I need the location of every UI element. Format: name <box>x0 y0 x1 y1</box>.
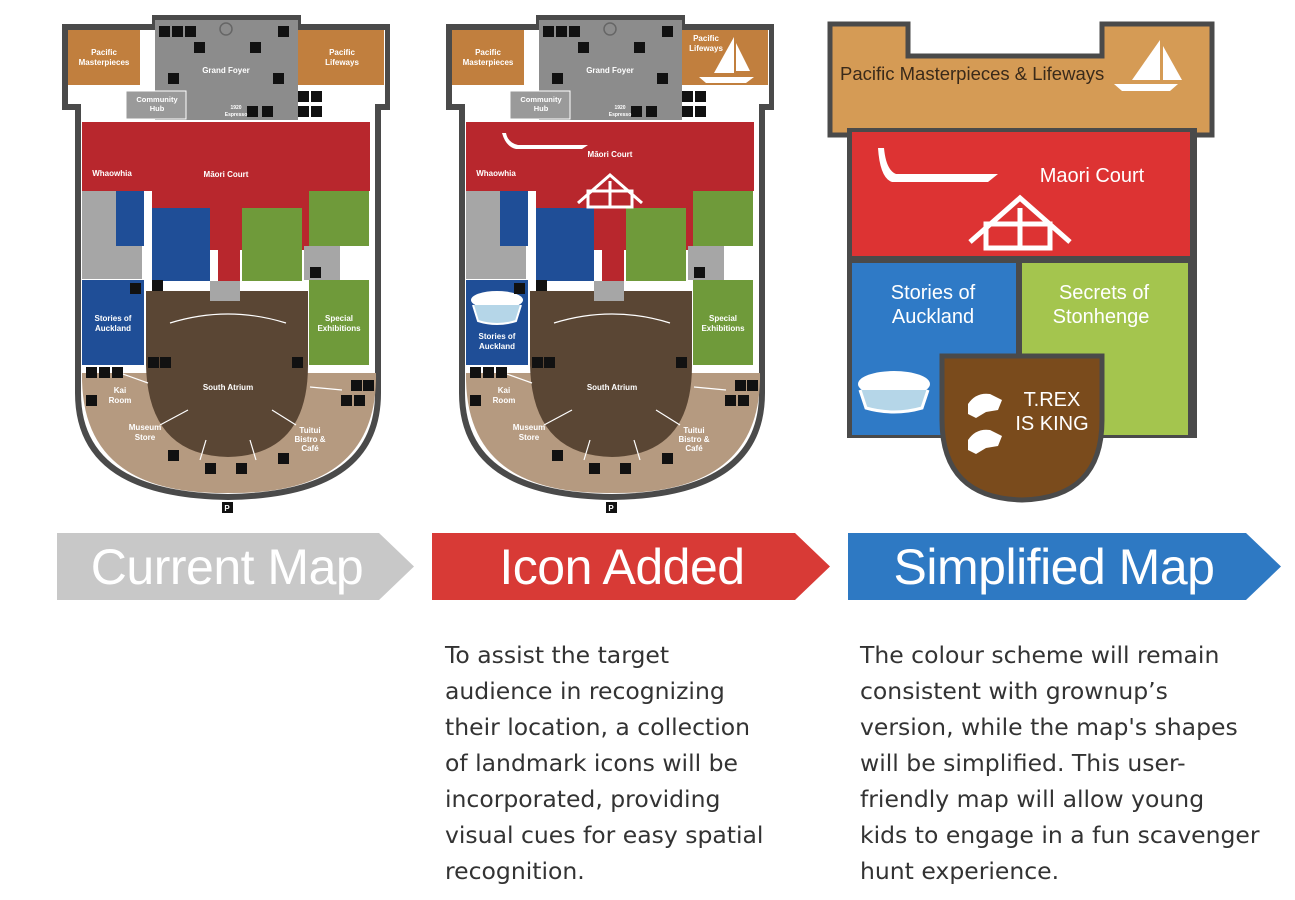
desc-line: of landmark icons will be <box>445 749 738 777</box>
svg-text:Whaowhia: Whaowhia <box>476 169 516 178</box>
green-gallery-small <box>309 191 369 246</box>
pacific-masterpieces-room <box>68 30 140 85</box>
desc-line: The colour scheme will remain <box>860 641 1220 669</box>
desc-line: incorporated, providing <box>445 785 721 813</box>
desc-line: audience in recognizing <box>445 677 725 705</box>
simplified-map-title: Simplified Map <box>893 538 1215 595</box>
simple-maori-label: Maori Court <box>1040 165 1145 187</box>
stories-of-auckland-room <box>82 280 144 365</box>
waka-canoe-icon <box>502 133 588 149</box>
icon-added-banner: Icon Added <box>432 533 830 600</box>
svg-text:P: P <box>608 504 614 513</box>
dome-icon <box>471 291 523 325</box>
parking-label: P <box>224 504 230 513</box>
blue-gallery-large <box>152 208 210 281</box>
green-gallery-large <box>242 208 302 281</box>
icon-added-title: Icon Added <box>499 538 745 595</box>
maori-court-label: Māori Court <box>204 170 249 179</box>
svg-text:South Atrium: South Atrium <box>587 383 637 392</box>
simple-trex-room <box>939 353 1105 503</box>
svg-text:Māori Court: Māori Court <box>588 150 633 159</box>
simple-dome-icon <box>858 371 930 414</box>
whaowhia-label: Whaowhia <box>92 169 132 178</box>
desc-line: kids to engage in a fun scavenger <box>860 821 1260 849</box>
south-atrium-label: South Atrium <box>203 383 253 392</box>
desc-line: friendly map will allow young <box>860 785 1205 813</box>
simple-waka-icon <box>878 148 998 182</box>
desc-line: version, while the map's shapes <box>860 713 1238 741</box>
current-map-title: Current Map <box>90 538 364 595</box>
desc-line: consistent with grownup’s <box>860 677 1168 705</box>
dinosaur-skull-icon <box>968 393 1002 454</box>
desc-line: visual cues for easy spatial <box>445 821 764 849</box>
svg-text:Grand Foyer: Grand Foyer <box>586 66 634 75</box>
desc-line: To assist the target <box>445 641 670 669</box>
community-hub-room <box>125 90 187 120</box>
meeting-house-icon <box>577 173 643 209</box>
simplified-description: The colour scheme will remain consistent… <box>860 637 1260 889</box>
simple-meeting-house-icon <box>968 194 1072 251</box>
canoe-sail-icon <box>699 37 754 83</box>
desc-line: hunt experience. <box>860 857 1060 885</box>
pacific-lifeways-room <box>298 30 384 85</box>
simple-pacific-label: Pacific Masterpieces & Lifeways <box>840 63 1104 84</box>
desc-line: will be simplified. This user- <box>860 749 1186 777</box>
simplified-map-banner: Simplified Map <box>848 533 1281 600</box>
simple-canoe-sail-icon <box>1114 40 1182 91</box>
special-exhibitions-room <box>309 280 369 365</box>
desc-line: recognition. <box>445 857 585 885</box>
blue-gallery-small <box>116 191 144 246</box>
current-map-banner: Current Map <box>57 533 414 600</box>
icon-added-description: To assist the target audience in recogni… <box>445 637 763 889</box>
simplified-map: Pacific Masterpieces & Lifeways Maori Co… <box>827 21 1215 503</box>
grand-foyer-label: Grand Foyer <box>202 66 250 75</box>
desc-line: their location, a collection <box>445 713 751 741</box>
south-atrium-room <box>146 291 308 457</box>
